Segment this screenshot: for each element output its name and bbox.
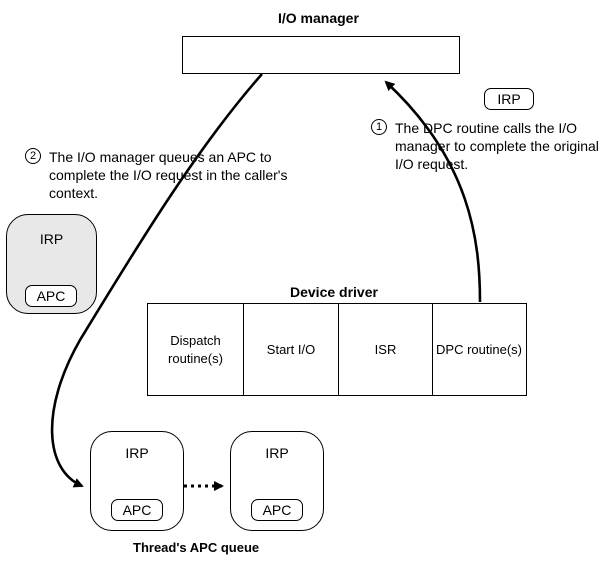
device-driver-title: Device driver [290, 284, 378, 300]
queue-irp-1: IRP APC [90, 431, 184, 531]
step2-text: The I/O manager queues an APC to complet… [49, 149, 288, 201]
irp-tag-top: IRP [484, 88, 534, 110]
queue-irp-2: IRP APC [230, 431, 324, 531]
cell-start-io: Start I/O [244, 304, 339, 395]
cell-isr: ISR [339, 304, 433, 395]
io-manager-box [182, 36, 460, 74]
io-manager-title: I/O manager [278, 10, 359, 26]
cell-dpc-routines: DPC routine(s) [436, 341, 522, 357]
queue-irp-1-label: IRP [125, 445, 149, 461]
queue-irp-1-apc: APC [111, 499, 163, 521]
queue-irp-2-label: IRP [265, 445, 289, 461]
apc-queue-title: Thread's APC queue [133, 540, 260, 555]
step1-number: 1 [371, 119, 387, 135]
left-irp-card: IRP APC [6, 214, 97, 314]
step2-number: 2 [25, 148, 41, 164]
cell-dispatch-routines: Dispatch routine(s) [148, 304, 244, 395]
left-irp-apc: APC [25, 285, 77, 307]
queue-irp-2-apc: APC [251, 499, 303, 521]
left-irp-label: IRP [39, 231, 64, 247]
step1-text: The DPC routine calls the I/O manager to… [395, 120, 599, 172]
arrow-io-manager-to-apc-queue [50, 73, 263, 488]
arrow-dpc-to-io-manager [384, 80, 482, 303]
device-driver-box: Dispatch routine(s) Start I/O ISR DPC ro… [147, 303, 527, 396]
